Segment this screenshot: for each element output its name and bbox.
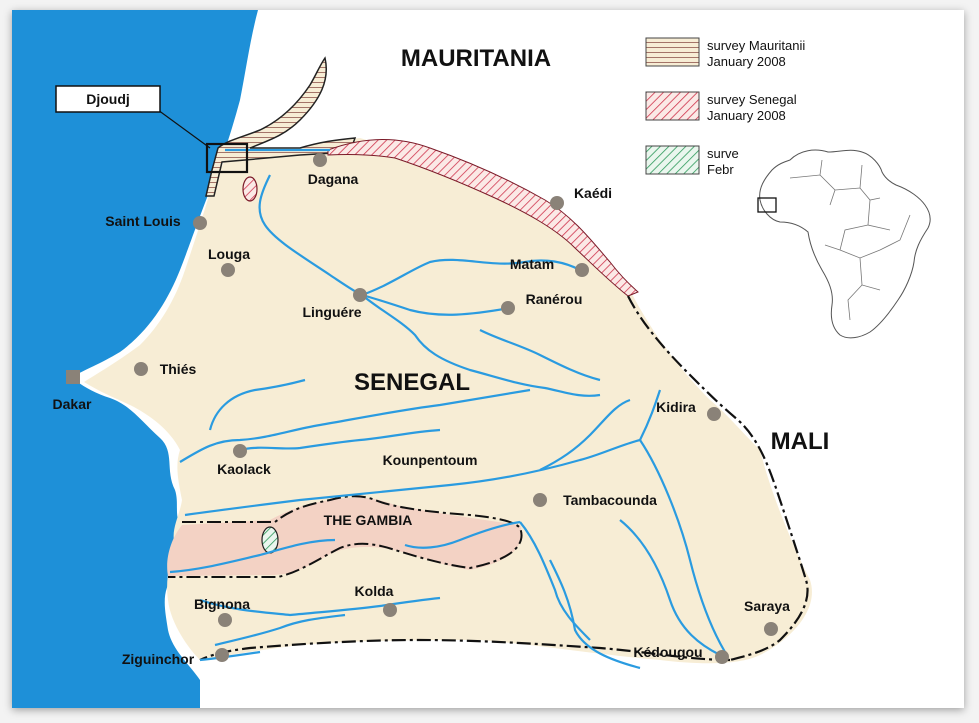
map-frame: Djoudj MAURITANIA SENEGAL MALI THE GAMBI… — [12, 10, 964, 708]
legend-label-line2: January 2008 — [707, 108, 786, 123]
city-kounpentoum: Kounpentoum — [383, 452, 478, 468]
djoudj-label: Djoudj — [55, 85, 161, 113]
city-label: Kédougou — [633, 644, 702, 660]
city-label: Thiés — [160, 361, 197, 377]
city-label: Tambacounda — [563, 492, 657, 508]
gambia-border — [168, 495, 523, 578]
city-dagana: Dagana — [308, 153, 359, 187]
city-label: Kolda — [355, 583, 394, 599]
country-label-gambia: THE GAMBIA — [324, 512, 413, 528]
city-label: Bignona — [194, 596, 250, 612]
city-label: Matam — [510, 256, 554, 272]
legend-label-line1: survey Mauritanii — [707, 38, 805, 53]
city-louga: Louga — [208, 246, 250, 277]
country-label-mauritania: MAURITANIA — [401, 45, 551, 72]
city-label: Linguére — [302, 304, 361, 320]
legend-label-line2: January 2008 — [707, 54, 786, 69]
city-label: Kidira — [656, 399, 696, 415]
senegal-survey-map: Djoudj MAURITANIA SENEGAL MALI THE GAMBI… — [12, 10, 931, 708]
city-label: Louga — [208, 246, 250, 262]
legend: survey Mauritanii January 2008 survey Se… — [645, 37, 805, 177]
country-label-senegal: SENEGAL — [354, 369, 470, 396]
city-label: Dakar — [53, 396, 92, 412]
city-label: Kaédi — [574, 185, 612, 201]
legend-label-line1: surve — [707, 146, 739, 161]
legend-label-line1: survey Senegal — [707, 92, 797, 107]
city-kedougou: Kédougou — [633, 644, 729, 664]
city-label: Kaolack — [217, 461, 271, 477]
city-saraya: Saraya — [744, 598, 790, 636]
djoudj-text: Djoudj — [86, 91, 130, 107]
feb-survey-area — [261, 526, 279, 554]
city-matam: Matam — [510, 256, 589, 277]
city-dakar: Dakar — [53, 370, 92, 412]
djoudj-leader-line — [157, 109, 211, 149]
djoudj-box — [205, 142, 249, 174]
legend-item-senegal: survey Senegal January 2008 — [645, 91, 797, 123]
africa-outline-icon — [757, 149, 931, 339]
city-saint-louis: Saint Louis — [105, 213, 207, 230]
legend-label-line2: Febr — [707, 162, 734, 177]
atlantic-ocean — [12, 10, 258, 708]
city-kaolack: Kaolack — [217, 444, 271, 477]
city-bignona: Bignona — [194, 596, 250, 627]
city-ranerou: Ranérou — [501, 291, 582, 315]
legend-item-february: surve Febr — [645, 145, 739, 177]
city-linguere: Linguére — [302, 288, 367, 320]
city-label: Saraya — [744, 598, 790, 614]
city-ziguinchor: Ziguinchor — [122, 648, 229, 667]
senegal-survey-lake — [242, 176, 258, 202]
legend-item-mauritania: survey Mauritanii January 2008 — [645, 37, 805, 69]
senegal-survey-area — [327, 139, 639, 297]
river-network — [169, 148, 726, 670]
mauritania-survey-area — [205, 56, 357, 197]
city-kolda: Kolda — [355, 583, 397, 617]
city-label: Saint Louis — [105, 213, 181, 229]
city-kidira: Kidira — [656, 399, 721, 421]
mali-border — [627, 295, 809, 662]
city-label: Dagana — [308, 171, 359, 187]
city-label: Ziguinchor — [122, 651, 195, 667]
city-label: Kounpentoum — [383, 452, 478, 468]
country-label-mali: MALI — [771, 428, 830, 455]
guinea-border — [199, 638, 731, 662]
city-label: Ranérou — [526, 291, 583, 307]
city-tambacounda: Tambacounda — [533, 492, 657, 508]
city-kaedi: Kaédi — [550, 185, 612, 210]
city-thies: Thiés — [134, 361, 196, 377]
